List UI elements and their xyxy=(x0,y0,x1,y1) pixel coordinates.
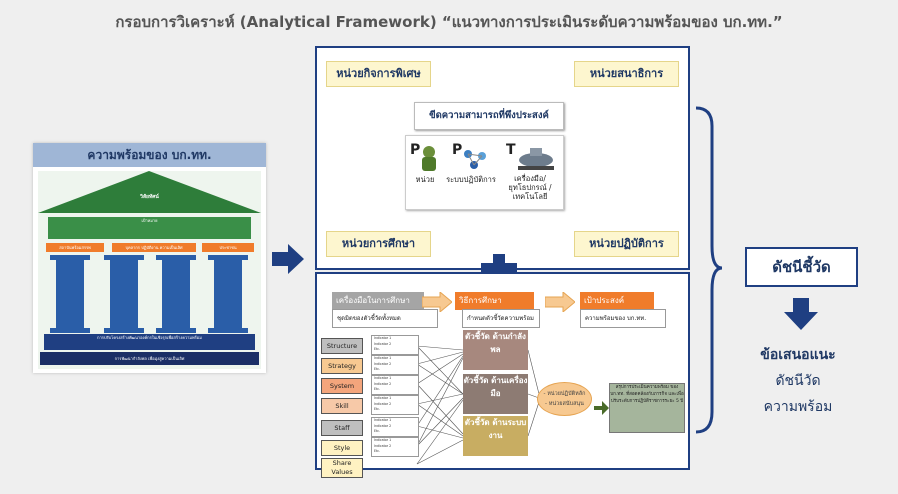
unit-staff: หน่วยสนาธิการ xyxy=(574,61,679,87)
arrow-right-icon xyxy=(272,244,304,274)
connection-lines xyxy=(416,345,609,465)
network-icon xyxy=(464,150,486,169)
temple-footer: การพัฒนากำลังพล เพื่อมุ่งสู่ความเป็นเลิศ xyxy=(40,352,259,365)
arrow-down-icon xyxy=(784,298,818,330)
unit-icon-label: หน่วย xyxy=(415,175,435,184)
pillar-3 xyxy=(156,255,196,333)
equipment-icon xyxy=(518,148,554,170)
unit-type-oval: - หน่วยปฏิบัติหลัก- หน่วยสนับสนุน xyxy=(537,382,592,416)
capability-box: หน่วยกิจการพิเศษ หน่วยสนาธิการ ขีดความสา… xyxy=(315,46,690,270)
equipment-icon-letter: T xyxy=(506,142,516,158)
temple-caption: ความพร้อมของ บก.ทท. xyxy=(33,143,266,167)
pillar-label-2: บุคลากร ปฏิบัติงาน ความเป็นเลิศ xyxy=(112,243,196,252)
mission-beam: เป้าหมาย xyxy=(48,217,251,239)
kpi-systems: ตัวชี้วัด ด้านระบบงาน xyxy=(463,416,528,456)
equipment-icon-label: เครื่องมือ/ยุทโธปกรณ์ /เทคโนโลยี xyxy=(508,174,552,201)
factor-system: System xyxy=(321,378,363,394)
factor-structure: Structure xyxy=(321,338,363,354)
pillar-label-1: สถาบันพร้อมสรรพ xyxy=(46,243,104,252)
capability-icons: P หน่วย P ระบบปฏิบัติการ T เครื่องมือ/ยุ… xyxy=(405,135,564,210)
unit-operations: หน่วยปฏิบัติการ xyxy=(574,231,679,257)
temple-roof xyxy=(38,171,261,213)
soldier-icon xyxy=(422,146,436,171)
temple-illustration: วิสัยทัศน์ เป้าหมาย สถาบันพร้อมสรรพ บุคล… xyxy=(38,171,261,369)
recommendation-line-2: ความพร้อม xyxy=(763,399,833,415)
readiness-summary: สรุปการประเมินความพร้อม ของ บก.ทท. ที่สอ… xyxy=(609,383,685,433)
mission-heading: เป้าหมาย xyxy=(141,218,158,223)
arrow-right-icon xyxy=(545,292,575,312)
factor-share-values: Share Values xyxy=(321,458,363,478)
factor-skill: Skill xyxy=(321,398,363,414)
readiness-temple-card: ความพร้อมของ บก.ทท. วิสัยทัศน์ เป้าหมาย … xyxy=(33,143,266,373)
factor-strategy: Strategy xyxy=(321,358,363,374)
stage-tools-sub: ชุดมิตของตัวชี้วัดทั้งหมด xyxy=(332,309,438,328)
recommendation-block: ข้อเสนอแนะ ดัชนีวัด ความพร้อม xyxy=(738,342,858,427)
stage-goal: เป้าประสงค์ xyxy=(580,292,654,310)
kpi-equipment: ตัวชี้วัด ด้านเครื่องมือ xyxy=(463,374,528,414)
temple-base: การปรับโครงสร้างพัฒนาองค์กรในเชิงรุกเพื่… xyxy=(44,334,255,350)
system-icon-label: ระบบปฏิบัติการ xyxy=(446,175,496,184)
unit-icon-letter: P xyxy=(410,142,421,158)
stage-tools: เครื่องมือในการศึกษา xyxy=(332,292,424,310)
kpi-personnel: ตัวชี้วัด ด้านกำลังพล xyxy=(463,330,528,370)
stage-goal-sub: ความพร้อมของ บก.ทท. xyxy=(580,309,666,328)
roof-heading: วิสัยทัศน์ xyxy=(140,194,159,200)
arrow-right-icon xyxy=(422,292,452,312)
pillar-label-3: ประชาชน xyxy=(202,243,254,252)
recommendation-title: ข้อเสนอแนะ xyxy=(760,347,836,363)
curly-brace-icon xyxy=(695,106,723,434)
analysis-process-box: เครื่องมือในการศึกษา ชุดมิตของตัวชี้วัดท… xyxy=(315,272,690,478)
pillar-1 xyxy=(50,255,90,333)
factor-staff: Staff xyxy=(321,420,363,436)
factor-style: Style xyxy=(321,440,363,456)
unit-special-affairs: หน่วยกิจการพิเศษ xyxy=(326,61,431,87)
recommendation-line-1: ดัชนีวัด xyxy=(775,373,821,389)
pillar-2 xyxy=(104,255,144,333)
page-title: กรอบการวิเคราะห์ (Analytical Framework) … xyxy=(115,13,783,31)
system-icon-letter: P xyxy=(452,142,463,158)
kpi-index-box: ดัชนีชี้วัด xyxy=(745,247,858,287)
pillar-4 xyxy=(208,255,248,333)
stage-method-sub: กำหนดตัวชี้วัดความพร้อม xyxy=(462,309,540,328)
stage-method: วิธีการศึกษา xyxy=(455,292,534,310)
unit-education: หน่วยการศึกษา xyxy=(326,231,431,257)
desired-capability: ขีดความสามารถที่พึงประสงค์ xyxy=(414,102,564,130)
